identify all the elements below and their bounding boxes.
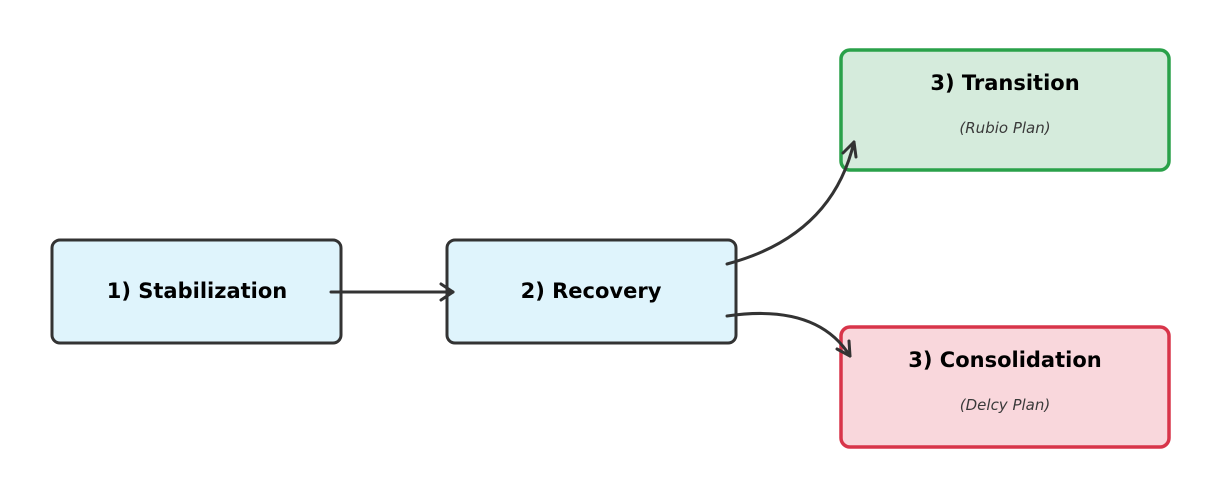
edge-stabilization-to-recovery xyxy=(329,282,455,302)
node-recovery-title: 2) Recovery xyxy=(521,279,662,303)
arrowhead-icon xyxy=(841,140,858,159)
edge-recovery-to-transition xyxy=(725,140,858,266)
node-consolidation-title: 3) Consolidation xyxy=(908,348,1101,372)
arrowhead-icon xyxy=(439,282,455,302)
edge-recovery-to-consolidation xyxy=(725,312,852,358)
edge-recovery-to-transition-line xyxy=(725,140,856,266)
node-stabilization: 1) Stabilization xyxy=(50,238,343,345)
node-consolidation-box xyxy=(839,325,1171,449)
edge-recovery-to-consolidation-line xyxy=(725,312,852,358)
node-transition-subtitle: (Rubio Plan) xyxy=(959,119,1050,137)
node-consolidation-subtitle: (Delcy Plan) xyxy=(960,396,1050,414)
node-transition: 3) Transition (Rubio Plan) xyxy=(839,48,1171,172)
arrowhead-icon xyxy=(835,339,852,358)
node-consolidation: 3) Consolidation (Delcy Plan) xyxy=(839,325,1171,449)
node-transition-title: 3) Transition xyxy=(930,71,1079,95)
node-transition-box xyxy=(839,48,1171,172)
node-stabilization-title: 1) Stabilization xyxy=(107,279,288,303)
node-recovery: 2) Recovery xyxy=(445,238,738,345)
